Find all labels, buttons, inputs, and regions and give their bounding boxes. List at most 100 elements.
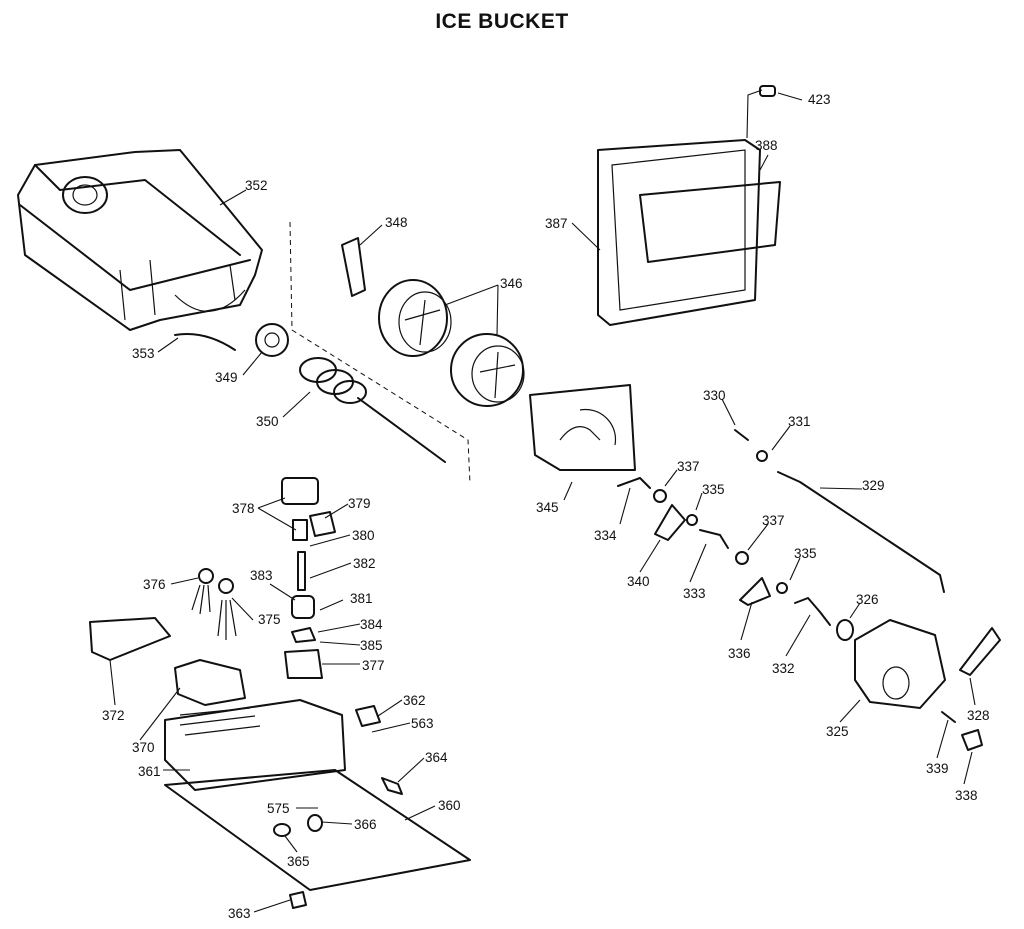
label-387: 387: [545, 216, 568, 231]
label-385: 385: [360, 638, 383, 653]
label-335-a: 335: [702, 482, 725, 497]
part-329-rod: [777, 471, 945, 593]
part-349: [255, 323, 289, 357]
part-340: [654, 504, 686, 541]
part-380: [292, 519, 308, 541]
label-333: 333: [683, 586, 706, 601]
part-337-a: [653, 489, 667, 503]
label-332: 332: [772, 661, 795, 676]
part-376: [198, 568, 214, 584]
part-335-b: [776, 582, 788, 594]
part-328: [959, 627, 1001, 676]
label-339: 339: [926, 761, 949, 776]
part-330: [734, 429, 749, 441]
label-381: 381: [350, 591, 373, 606]
label-336: 336: [728, 646, 751, 661]
label-377: 377: [362, 658, 385, 673]
part-387-door: [597, 139, 781, 326]
label-353: 353: [132, 346, 155, 361]
part-379: [309, 511, 336, 537]
label-388: 388: [755, 138, 778, 153]
label-345: 345: [536, 500, 559, 515]
label-362: 362: [403, 693, 426, 708]
part-360-base-plate: [164, 769, 471, 891]
part-331: [756, 450, 768, 462]
label-331: 331: [788, 414, 811, 429]
diagram-title: ICE BUCKET: [435, 10, 569, 33]
label-380: 380: [352, 528, 375, 543]
part-332: [794, 597, 831, 626]
part-362: [355, 705, 381, 727]
label-335-b: 335: [794, 546, 817, 561]
part-338: [961, 729, 983, 751]
label-382: 382: [353, 556, 376, 571]
part-337-b: [735, 551, 749, 565]
label-575: 575: [267, 801, 290, 816]
part-353: [174, 333, 236, 351]
part-375: [218, 578, 234, 594]
label-384: 384: [360, 617, 383, 632]
label-348: 348: [385, 215, 408, 230]
label-349: 349: [215, 370, 238, 385]
label-352: 352: [245, 178, 268, 193]
label-370: 370: [132, 740, 155, 755]
label-340: 340: [627, 574, 650, 589]
part-378-solenoid: [281, 477, 319, 505]
label-329: 329: [862, 478, 885, 493]
label-375: 375: [258, 612, 281, 627]
ice-bucket-tray: [17, 149, 263, 331]
part-334: [617, 477, 651, 489]
part-335-a: [686, 514, 698, 526]
label-563: 563: [411, 716, 434, 731]
label-363: 363: [228, 906, 251, 921]
part-383: [291, 595, 315, 619]
part-377: [284, 649, 323, 679]
part-333: [699, 529, 729, 549]
part-366: [307, 814, 323, 832]
label-350: 350: [256, 414, 279, 429]
label-361: 361: [138, 764, 161, 779]
part-370-motor: [174, 659, 246, 706]
part-326: [836, 619, 854, 641]
part-363: [289, 891, 307, 909]
part-384: [291, 627, 316, 643]
part-423-plug: [759, 85, 776, 97]
label-383: 383: [250, 568, 273, 583]
label-346: 346: [500, 276, 523, 291]
label-328: 328: [967, 708, 990, 723]
label-326: 326: [856, 592, 879, 607]
label-330: 330: [703, 388, 726, 403]
label-366: 366: [354, 817, 377, 832]
part-345-plate: [529, 384, 636, 471]
label-360: 360: [438, 798, 461, 813]
part-372-cover: [89, 617, 171, 661]
label-378: 378: [232, 501, 255, 516]
label-365: 365: [287, 854, 310, 869]
part-364: [381, 777, 403, 795]
part-382: [297, 551, 306, 591]
dashed-boundary: [289, 221, 471, 485]
part-336: [739, 577, 771, 606]
label-423: 423: [808, 92, 831, 107]
part-361-housing: [164, 699, 346, 791]
part-339: [941, 711, 956, 723]
label-338: 338: [955, 788, 978, 803]
label-337-b: 337: [762, 513, 785, 528]
label-325: 325: [826, 724, 849, 739]
label-372: 372: [102, 708, 125, 723]
part-number-labels: 423 388 387 352 348 346 353 349 350 345 …: [102, 92, 990, 921]
part-365: [273, 823, 291, 837]
label-337-a: 337: [677, 459, 700, 474]
leader-lines: [109, 92, 976, 913]
label-376: 376: [143, 577, 166, 592]
part-350-auger: [299, 357, 446, 463]
label-364: 364: [425, 750, 448, 765]
label-379: 379: [348, 496, 371, 511]
label-334: 334: [594, 528, 617, 543]
part-348-blade: [341, 237, 366, 297]
part-423-wire: [746, 89, 763, 139]
part-325-motor: [854, 619, 946, 709]
part-346-drums: [378, 279, 525, 407]
